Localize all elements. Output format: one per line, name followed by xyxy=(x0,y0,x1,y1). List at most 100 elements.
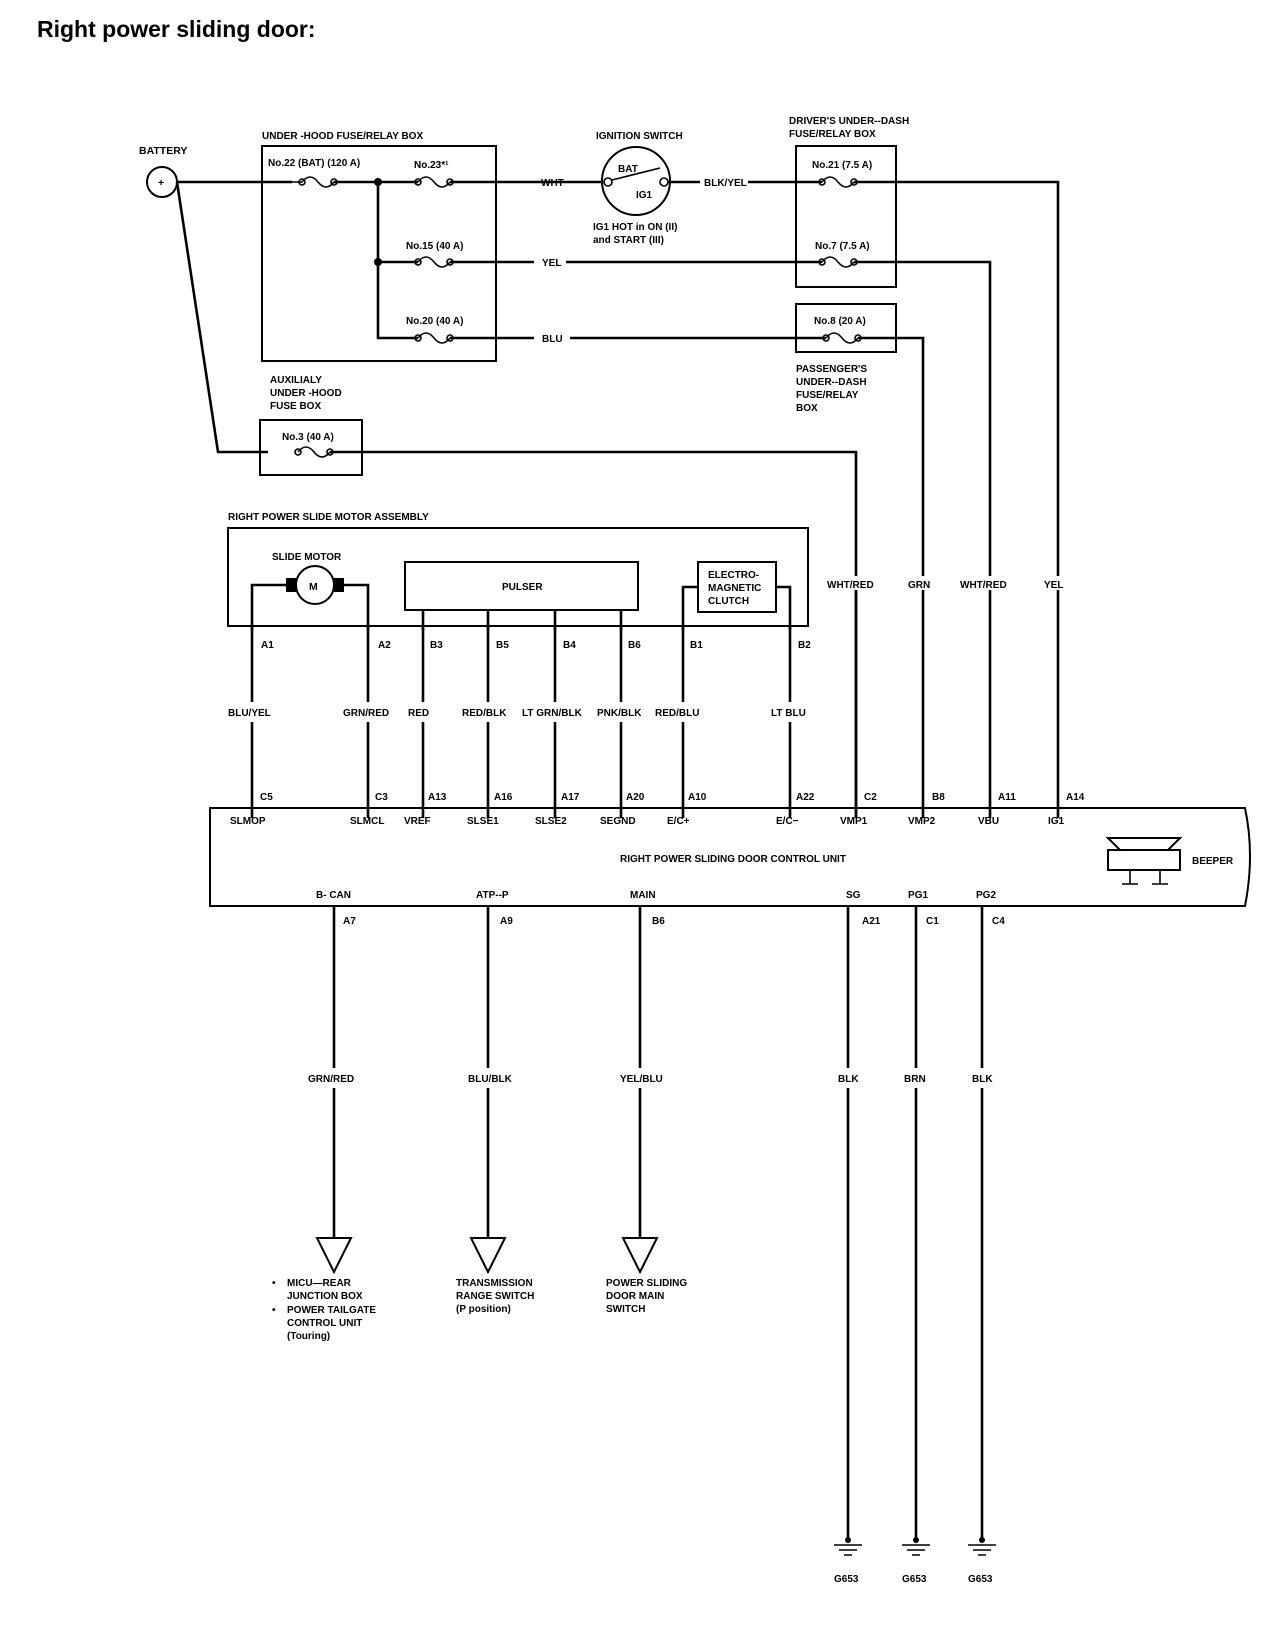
vmp1-feed-wire xyxy=(330,450,858,818)
control-unit: C5 C3 A13 A16 A17 A20 A10 A22 C2 B8 A11 … xyxy=(209,792,1251,907)
fuse-7-label: No.7 (7.5 A) xyxy=(815,241,870,252)
motor-m-symbol: M xyxy=(309,581,318,593)
ground-icon xyxy=(902,1537,930,1556)
under-hood-box-title: UNDER -HOOD FUSE/RELAY BOX xyxy=(262,131,423,142)
wire-pnk-blk: PNK/BLK xyxy=(597,708,642,719)
cu-term-slse1: SLSE1 xyxy=(467,816,499,827)
ground-label-1: G653 xyxy=(834,1574,859,1585)
drivers-box-title-1: DRIVER'S UNDER--DASH xyxy=(789,116,909,127)
dest-transmission-3: (P position) xyxy=(456,1304,511,1315)
fuse-20-label: No.20 (40 A) xyxy=(406,316,463,327)
passengers-box-title-1: PASSENGER'S xyxy=(796,364,867,375)
cu-term-vref: VREF xyxy=(404,816,431,827)
pin-b4: B4 xyxy=(563,640,576,651)
vbu-feed-wire xyxy=(854,260,992,818)
cu-pin-a14: A14 xyxy=(1066,792,1085,803)
bottom-wires xyxy=(332,906,984,1540)
wire-blk-pg2: BLK xyxy=(972,1074,993,1085)
cu-term-ig1: IG1 xyxy=(1048,816,1065,827)
bottom-wire-labels: GRN/RED BLU/BLK YEL/BLU BLK BRN BLK xyxy=(308,1074,993,1085)
pin-a2: A2 xyxy=(378,640,391,651)
aux-box-title-1: AUXILIALY xyxy=(270,375,322,386)
wire-grn-vmp2: GRN xyxy=(908,580,930,591)
cu-term-slse2: SLSE2 xyxy=(535,816,567,827)
bottom-pins: A7 A9 B6 A21 C1 C4 xyxy=(343,916,1005,927)
ground-symbols: G653 G653 G653 xyxy=(834,1537,996,1585)
cu-pin-a7: A7 xyxy=(343,916,356,927)
pin-b2: B2 xyxy=(798,640,811,651)
wire-wht-red-vmp1: WHT/RED xyxy=(827,580,874,591)
pin-a1: A1 xyxy=(261,640,274,651)
arrow-transmission xyxy=(469,1237,507,1275)
cu-term-slmop: SLMOP xyxy=(230,816,266,827)
cu-pin-a20: A20 xyxy=(626,792,645,803)
wire-grn-red-bcan: GRN/RED xyxy=(308,1074,354,1085)
wire-grn-red: GRN/RED xyxy=(343,708,389,719)
pin-b6: B6 xyxy=(628,640,641,651)
fuse-21-label: No.21 (7.5 A) xyxy=(812,160,872,171)
aux-box-title-3: FUSE BOX xyxy=(270,401,321,412)
wire-lt-grn-blk: LT GRN/BLK xyxy=(522,708,583,719)
mid-wire-labels: BLU/YEL GRN/RED RED RED/BLK LT GRN/BLK P… xyxy=(228,708,806,719)
svg-text:•: • xyxy=(272,1305,276,1316)
mid-wires xyxy=(250,580,858,818)
battery-symbol: + xyxy=(158,177,164,189)
ig1-feed-wire xyxy=(854,180,1060,818)
fuse-8-label: No.8 (20 A) xyxy=(814,316,866,327)
wht-wire-label: WHT xyxy=(541,178,564,189)
pulser-label: PULSER xyxy=(502,582,543,593)
diagram-title: Right power sliding door: xyxy=(37,16,316,42)
dest-micu-1: MICU—REAR xyxy=(287,1278,352,1289)
cu-term-atp-p: ATP--P xyxy=(476,890,509,901)
cu-pin-a9: A9 xyxy=(500,916,513,927)
cu-pin-a11: A11 xyxy=(998,792,1016,803)
cu-pin-a10: A10 xyxy=(688,792,707,803)
cu-pin-b6: B6 xyxy=(652,916,665,927)
slide-motor-assembly: RIGHT POWER SLIDE MOTOR ASSEMBLY SLIDE M… xyxy=(227,512,809,630)
dest-tailgate-1: POWER TAILGATE xyxy=(287,1305,376,1316)
ignition-bat-label: BAT xyxy=(618,164,638,175)
drivers-box-title-2: FUSE/RELAY BOX xyxy=(789,129,876,140)
svg-text:•: • xyxy=(272,1278,276,1289)
cu-term-segnd: SEGND xyxy=(600,816,636,827)
ignition-switch-title: IGNITION SWITCH xyxy=(596,131,683,142)
cu-term-pg1: PG1 xyxy=(908,890,928,901)
ignition-switch: IGNITION SWITCH BAT IG1 IG1 HOT in ON (I… xyxy=(593,131,683,246)
ground-label-2: G653 xyxy=(902,1574,927,1585)
arrow-main-switch xyxy=(621,1237,659,1275)
cu-pin-c2: C2 xyxy=(864,792,877,803)
cu-pin-a16: A16 xyxy=(494,792,513,803)
fuse-22-label: No.22 (BAT) (120 A) xyxy=(268,158,360,169)
battery-label: BATTERY xyxy=(139,145,187,157)
dest-main-switch-3: SWITCH xyxy=(606,1304,645,1315)
ignition-note-2: and START (III) xyxy=(593,235,664,246)
wire-yel-ig1: YEL xyxy=(1044,580,1063,591)
wire-blu-yel: BLU/YEL xyxy=(228,708,271,719)
aux-box-title-2: UNDER -HOOD xyxy=(270,388,342,399)
battery-aux-wire xyxy=(175,181,268,454)
wire-red: RED xyxy=(408,708,429,719)
ground-label-3: G653 xyxy=(968,1574,993,1585)
wire-red-blu: RED/BLU xyxy=(655,708,699,719)
dest-micu-2: JUNCTION BOX xyxy=(287,1291,363,1302)
battery: BATTERY + xyxy=(139,145,187,198)
vmp2-feed-wire xyxy=(858,336,925,818)
ground-icon xyxy=(834,1537,862,1556)
wire-yel-blu: YEL/BLU xyxy=(620,1074,663,1085)
clutch-label-1: ELECTRO- xyxy=(708,570,759,581)
clutch-label-3: CLUTCH xyxy=(708,596,749,607)
cu-pin-a22: A22 xyxy=(796,792,815,803)
passengers-box-title-2: UNDER--DASH xyxy=(796,377,867,388)
beeper-icon xyxy=(1105,837,1183,885)
wire-brn: BRN xyxy=(904,1074,926,1085)
control-unit-title: RIGHT POWER SLIDING DOOR CONTROL UNIT xyxy=(620,854,846,865)
wire-wht-red-vbu: WHT/RED xyxy=(960,580,1007,591)
drivers-under-dash-box: DRIVER'S UNDER--DASH FUSE/RELAY BOX No.2… xyxy=(789,116,909,288)
clutch-label-2: MAGNETIC xyxy=(708,583,761,594)
cu-term-ec-plus: E/C+ xyxy=(667,816,690,827)
cu-term-b-can: B- CAN xyxy=(316,890,351,901)
passengers-box-title-3: FUSE/RELAY xyxy=(796,390,859,401)
dest-transmission-1: TRANSMISSION xyxy=(456,1278,533,1289)
cu-term-vmp2: VMP2 xyxy=(908,816,936,827)
